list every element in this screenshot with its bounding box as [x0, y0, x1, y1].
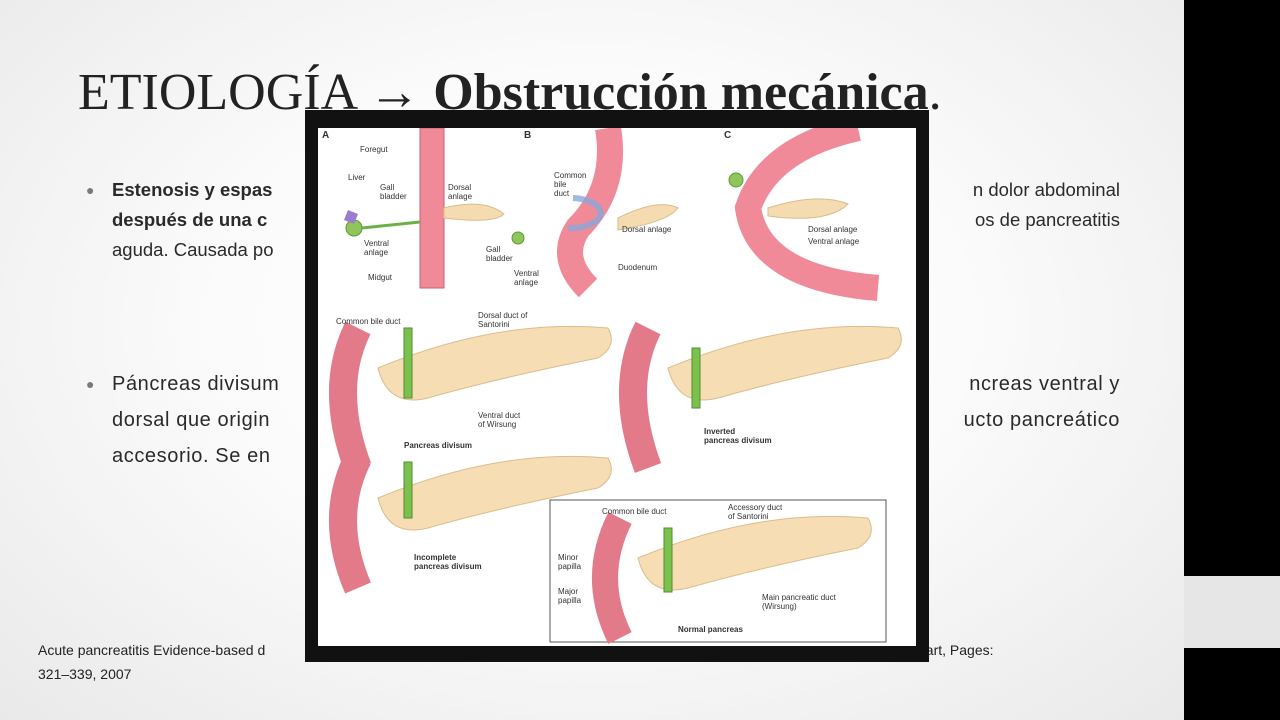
label-pancreas-divisum: Pancreas divisum	[404, 441, 472, 450]
label-foregut: Foregut	[360, 145, 388, 154]
bullet2-line1-right: ncreas ventral y	[969, 373, 1120, 395]
citation: Acute pancreatitis Evidence-based d part…	[38, 638, 1038, 686]
label-dorsal-anlage-c: Dorsal anlage	[808, 225, 858, 234]
label-ventral-anlage-c: Ventral anlage	[808, 237, 860, 246]
bullet2-line1-left: Páncreas divisum	[112, 373, 280, 395]
bullet-dot-icon: ●	[86, 182, 95, 198]
label-cbd-normal: Common bile duct	[602, 507, 667, 516]
panel-c-label: C	[724, 130, 731, 141]
bullet2-line2-right: ucto pancreático	[963, 409, 1120, 431]
label-main-duct: Main pancreatic duct(Wirsung)	[762, 593, 837, 611]
label-midgut: Midgut	[368, 273, 393, 282]
citation-line1-left: Acute pancreatitis Evidence-based d	[38, 642, 266, 658]
citation-line1-right: part, Pages:	[918, 642, 994, 658]
bullet-pancreas-divisum: ● Páncreas divisum ncreas ventral y dorsa…	[86, 366, 1120, 474]
side-bar-top	[1184, 0, 1280, 576]
side-bar-middle	[1184, 576, 1280, 648]
bullet2-line3: accesorio. Se en	[112, 445, 271, 467]
label-duodenum: Duodenum	[618, 263, 657, 272]
panel-a-label: A	[322, 130, 329, 141]
label-cbd-1: Common bile duct	[336, 317, 401, 326]
bullet1-line1-right: n dolor abdominal	[972, 179, 1120, 200]
bullet-dot-icon: ●	[86, 376, 96, 392]
label-normal-pancreas: Normal pancreas	[678, 625, 743, 634]
title-period: .	[928, 64, 942, 121]
bullet1-line1-left: Estenosis y espas	[112, 179, 273, 200]
bullet1-line2-right: os de pancreatitis	[974, 209, 1120, 230]
label-liver: Liver	[348, 173, 366, 182]
label-dorsal-anlage-b: Dorsal anlage	[622, 225, 672, 234]
bullet-estenosis: ● Estenosis y espas n dolor abdominal des…	[86, 175, 1120, 265]
bullet1-line3: aguda. Causada po	[112, 239, 274, 260]
citation-line2: 321–339, 2007	[38, 666, 132, 682]
side-bar-bottom	[1184, 648, 1280, 720]
bullet1-line2-left: después de una c	[112, 209, 268, 230]
panel-b-label: B	[524, 130, 531, 141]
bullet2-line2-left: dorsal que origin	[112, 409, 271, 431]
